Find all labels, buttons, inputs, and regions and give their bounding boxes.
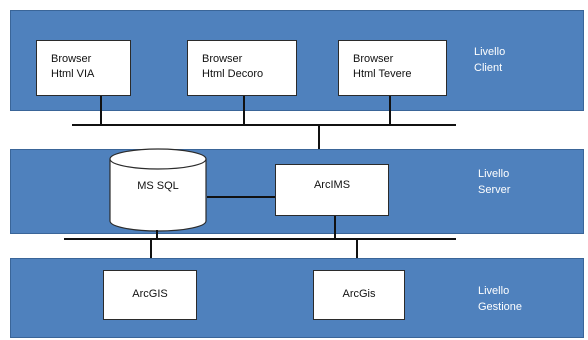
- via-connector: [100, 96, 102, 125]
- client-label-line2: Client: [474, 62, 503, 74]
- arcgis-left-connector: [150, 238, 152, 271]
- browser-decoro-line2: Html Decoro: [202, 68, 264, 80]
- server-bus-line: [64, 238, 456, 240]
- arcgis-right-label: ArcGis: [342, 288, 376, 300]
- database-icon: [109, 148, 207, 232]
- browser-decoro-line1: Browser: [202, 53, 243, 65]
- arcims-box: ArcIMS: [275, 164, 389, 216]
- arcims-label: ArcIMS: [313, 179, 351, 191]
- arcgis-right-box: ArcGis: [313, 270, 405, 320]
- arcgis-left-box: ArcGIS: [103, 270, 197, 320]
- gestione-label-line2: Gestione: [478, 301, 523, 313]
- client-label-line1: Livello: [474, 46, 506, 58]
- client-bus-line: [72, 124, 456, 126]
- browser-via-box: Browser Html VIA: [36, 40, 131, 96]
- arcgis-left-label: ArcGIS: [132, 288, 168, 300]
- db-arcims-link: [207, 196, 276, 198]
- arcims-bus-connector: [334, 216, 336, 239]
- browser-via-line2: Html VIA: [51, 68, 95, 80]
- browser-decoro-box: Browser Html Decoro: [187, 40, 297, 96]
- browser-tevere-line2: Html Tevere: [353, 68, 412, 80]
- browser-tevere-box: Browser Html Tevere: [338, 40, 447, 96]
- gestione-layer-label: Livello Gestione: [478, 283, 522, 315]
- server-layer-label: Livello Server: [478, 166, 510, 198]
- db-bus-connector: [156, 230, 158, 240]
- arcgis-right-connector: [356, 238, 358, 271]
- database-label: MS SQL: [137, 180, 179, 192]
- decoro-connector: [243, 96, 245, 125]
- gestione-label-line1: Livello: [478, 285, 510, 297]
- server-label-line2: Server: [478, 184, 511, 196]
- server-label-line1: Livello: [478, 168, 510, 180]
- client-server-connector: [318, 124, 320, 164]
- tevere-connector: [389, 96, 391, 125]
- browser-tevere-line1: Browser: [353, 53, 394, 65]
- browser-via-line1: Browser: [51, 53, 92, 65]
- client-layer-label: Livello Client: [474, 44, 505, 76]
